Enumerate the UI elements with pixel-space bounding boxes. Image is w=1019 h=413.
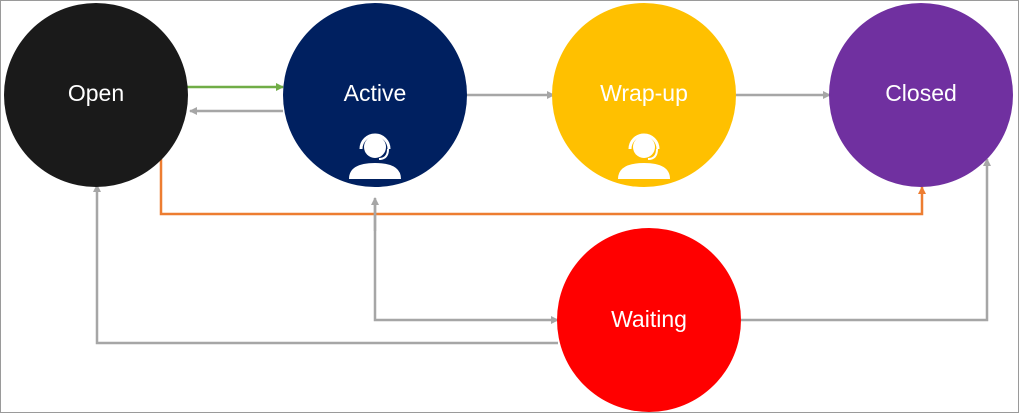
node-closed: Closed <box>829 3 1013 187</box>
node-closed-label: Closed <box>885 80 957 106</box>
node-wrapup-circle <box>552 3 736 187</box>
agent-headset-icon <box>618 133 670 179</box>
edges <box>93 83 991 345</box>
node-wrapup-label: Wrap-up <box>600 80 688 106</box>
node-active: Active <box>283 3 467 187</box>
agent-headset-icon <box>349 133 401 179</box>
edge-waiting-to-closed <box>741 158 991 322</box>
node-open-circle <box>4 3 188 187</box>
node-waiting: Waiting <box>557 228 741 412</box>
edge-open-to-closed <box>159 157 926 216</box>
node-wrapup: Wrap-up <box>552 3 736 187</box>
node-waiting-circle <box>557 228 741 412</box>
node-open-label: Open <box>68 80 124 106</box>
edge-waiting-to-open <box>93 184 558 345</box>
edge-active-to-waiting <box>373 201 559 324</box>
node-active-circle <box>283 3 467 187</box>
node-active-label: Active <box>344 80 407 106</box>
node-waiting-label: Waiting <box>611 306 687 332</box>
node-open: Open <box>4 3 188 187</box>
node-closed-circle <box>829 3 1013 187</box>
